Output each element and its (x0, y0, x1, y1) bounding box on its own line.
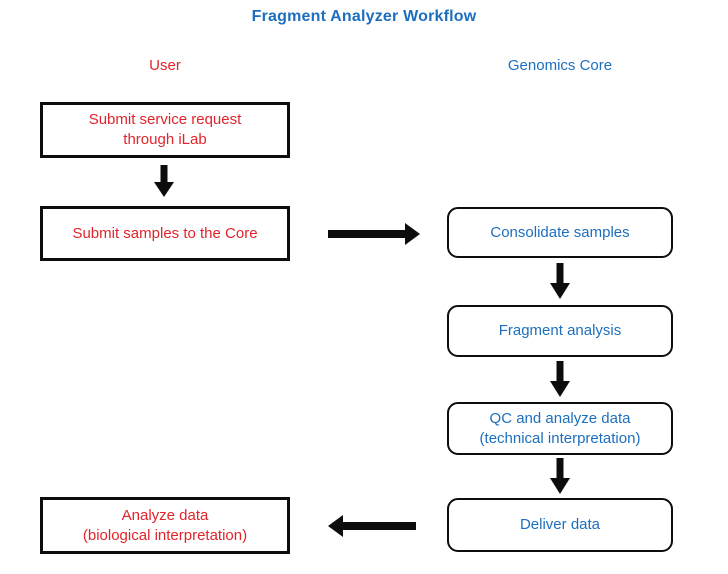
arrow-down-icon (547, 458, 573, 494)
node-label-line: Analyze data (121, 506, 209, 524)
node-fragment-analysis: Fragment analysis (447, 305, 673, 357)
node-label-line: Consolidate samples (490, 223, 630, 241)
node-submit-samples: Submit samples to the Core (40, 206, 290, 261)
node-label-line: Submit samples to the Core (72, 224, 258, 242)
node-label-line: QC and analyze data (489, 409, 631, 427)
column-header-user: User (40, 57, 290, 74)
arrow-down-icon (151, 165, 177, 197)
arrow-down-icon (547, 263, 573, 299)
node-qc-analyze-data: QC and analyze data (technical interpret… (447, 402, 673, 455)
node-deliver-data: Deliver data (447, 498, 673, 552)
column-header-genomics-core: Genomics Core (447, 57, 673, 74)
page-title: Fragment Analyzer Workflow (251, 8, 477, 25)
node-analyze-data: Analyze data (biological interpretation) (40, 497, 290, 554)
arrow-left-icon (328, 515, 416, 537)
column-header-genomics-core-label: Genomics Core (507, 57, 613, 74)
node-label-line: Fragment analysis (498, 322, 622, 339)
node-label-line: Deliver data (519, 516, 601, 533)
arrow-down-icon (547, 361, 573, 397)
node-label-line: through iLab (123, 131, 207, 148)
node-consolidate-samples: Consolidate samples (447, 207, 673, 258)
node-submit-service-request: Submit service request through iLab (40, 102, 290, 158)
column-header-user-label: User (149, 57, 181, 74)
arrow-right-icon (328, 223, 420, 245)
node-label-line: (biological interpretation) (82, 526, 248, 544)
node-label-line: (technical interpretation) (479, 429, 641, 447)
node-label-line: Submit service request (88, 111, 242, 128)
